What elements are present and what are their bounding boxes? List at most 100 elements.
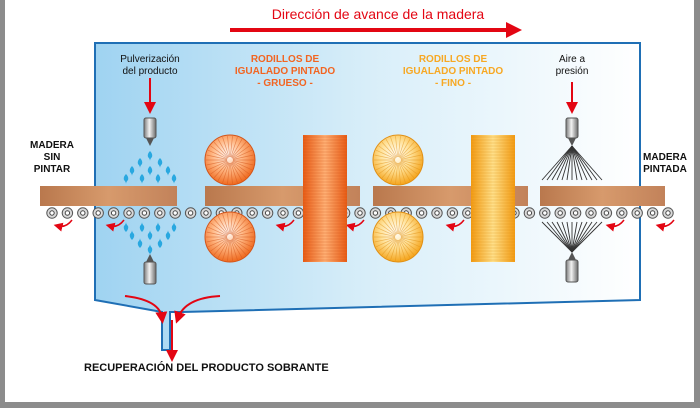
conveyor-roller (123, 207, 135, 219)
droplet (155, 174, 161, 184)
air-jet (571, 145, 583, 181)
return-arrow (655, 219, 675, 232)
droplet (171, 174, 177, 184)
return-arrow (345, 219, 365, 232)
return-arrow (105, 219, 125, 232)
frame-bottom (0, 402, 700, 408)
droplet (171, 222, 177, 232)
conveyor-roller (61, 207, 74, 219)
conveyor-roller (446, 207, 459, 219)
conveyor-roller (200, 207, 212, 219)
painted-wood-label: MADERA PINTADA (643, 152, 687, 175)
conveyor-roller (523, 207, 536, 219)
conveyor-roller (585, 207, 597, 219)
conveyor-roller (246, 207, 258, 219)
return-arrow (605, 219, 625, 232)
air-jets-bottom (541, 221, 603, 253)
frame-right (694, 0, 700, 408)
air-jet (571, 221, 593, 253)
air-nozzle-bottom (565, 252, 579, 283)
air-jet (541, 221, 573, 253)
droplet (165, 230, 171, 240)
conveyor-roller (462, 207, 474, 219)
conveyor-roller (277, 207, 289, 219)
return-arrow (275, 219, 295, 232)
droplet (129, 230, 135, 240)
coarse-cylinder (303, 135, 347, 262)
fine-rollers-label: RODILLOS DE IGUALADO PINTADO - FINO - (402, 54, 504, 89)
air-jet (561, 145, 573, 181)
conveyor-roller (539, 207, 551, 219)
unpainted-wood-label: MADERA SIN PINTAR (30, 140, 74, 175)
air-jet (571, 221, 583, 253)
conveyor-roller (662, 207, 674, 219)
return-arrow (53, 219, 73, 232)
conveyor-roller (600, 207, 613, 219)
air-jet (571, 145, 588, 181)
droplet (155, 222, 161, 232)
droplet (147, 151, 153, 161)
air-jet (571, 221, 578, 253)
spray-label: Pulverización del producto (120, 54, 180, 77)
conveyor-roller (154, 207, 166, 219)
air-jet (546, 145, 573, 181)
conveyor-roller (554, 207, 566, 219)
air-nozzle-top (565, 82, 579, 146)
conveyor-roller (369, 207, 382, 219)
coarse-roller-top (204, 134, 256, 186)
air-jet (571, 221, 603, 253)
droplet (123, 222, 129, 232)
air-jet (551, 145, 573, 181)
coarse-rollers-label: RODILLOS DE IGUALADO PINTADO - GRUESO - (234, 54, 336, 89)
droplet (165, 166, 171, 176)
wood-board-4 (540, 186, 665, 206)
conveyor-roller (107, 207, 120, 219)
conveyor-roller (92, 207, 104, 219)
conveyor-roller (184, 207, 197, 219)
droplet (147, 166, 153, 176)
air-jet (556, 221, 573, 253)
conveyor-roller (569, 207, 582, 219)
conveyor-roller (354, 207, 366, 219)
spray-chamber (94, 42, 641, 351)
air-jet (546, 221, 573, 253)
air-jet (556, 145, 573, 181)
fine-roller-bottom (372, 211, 424, 263)
droplet (147, 230, 153, 240)
conveyor-roller (77, 207, 89, 219)
droplet (139, 222, 145, 232)
conveyor-roller (616, 207, 628, 219)
conveyor-roller (415, 207, 428, 219)
air-jet (571, 221, 588, 253)
conveyor-rollers (46, 207, 674, 219)
spray-nozzle-top (143, 78, 157, 146)
droplet (123, 174, 129, 184)
air-jets-top (541, 145, 603, 181)
frame-left (0, 0, 5, 408)
wood-board-1 (40, 186, 177, 206)
conveyor-roller (138, 207, 151, 219)
direction-arrow (230, 22, 522, 38)
conveyor-roller (292, 207, 305, 219)
air-jet (571, 145, 598, 181)
air-jet (551, 221, 573, 253)
droplet (147, 244, 153, 254)
droplet (129, 166, 135, 176)
coarse-roller-bottom (204, 211, 256, 263)
air-jet (571, 145, 603, 181)
recovery-arrows (124, 295, 221, 362)
droplet (137, 238, 143, 248)
conveyor-roller (646, 207, 659, 219)
recovery-label: RECUPERACIÓN DEL PRODUCTO SOBRANTE (84, 362, 329, 374)
conveyor-roller (261, 207, 274, 219)
return-arrows (53, 219, 675, 232)
air-jet (561, 221, 573, 253)
spray-droplets-top (123, 151, 177, 184)
conveyor-roller (631, 207, 643, 219)
droplet (137, 158, 143, 168)
conveyor-roller (46, 207, 58, 219)
air-jet (571, 145, 578, 181)
return-arrow (445, 219, 465, 232)
air-jet (571, 221, 598, 253)
